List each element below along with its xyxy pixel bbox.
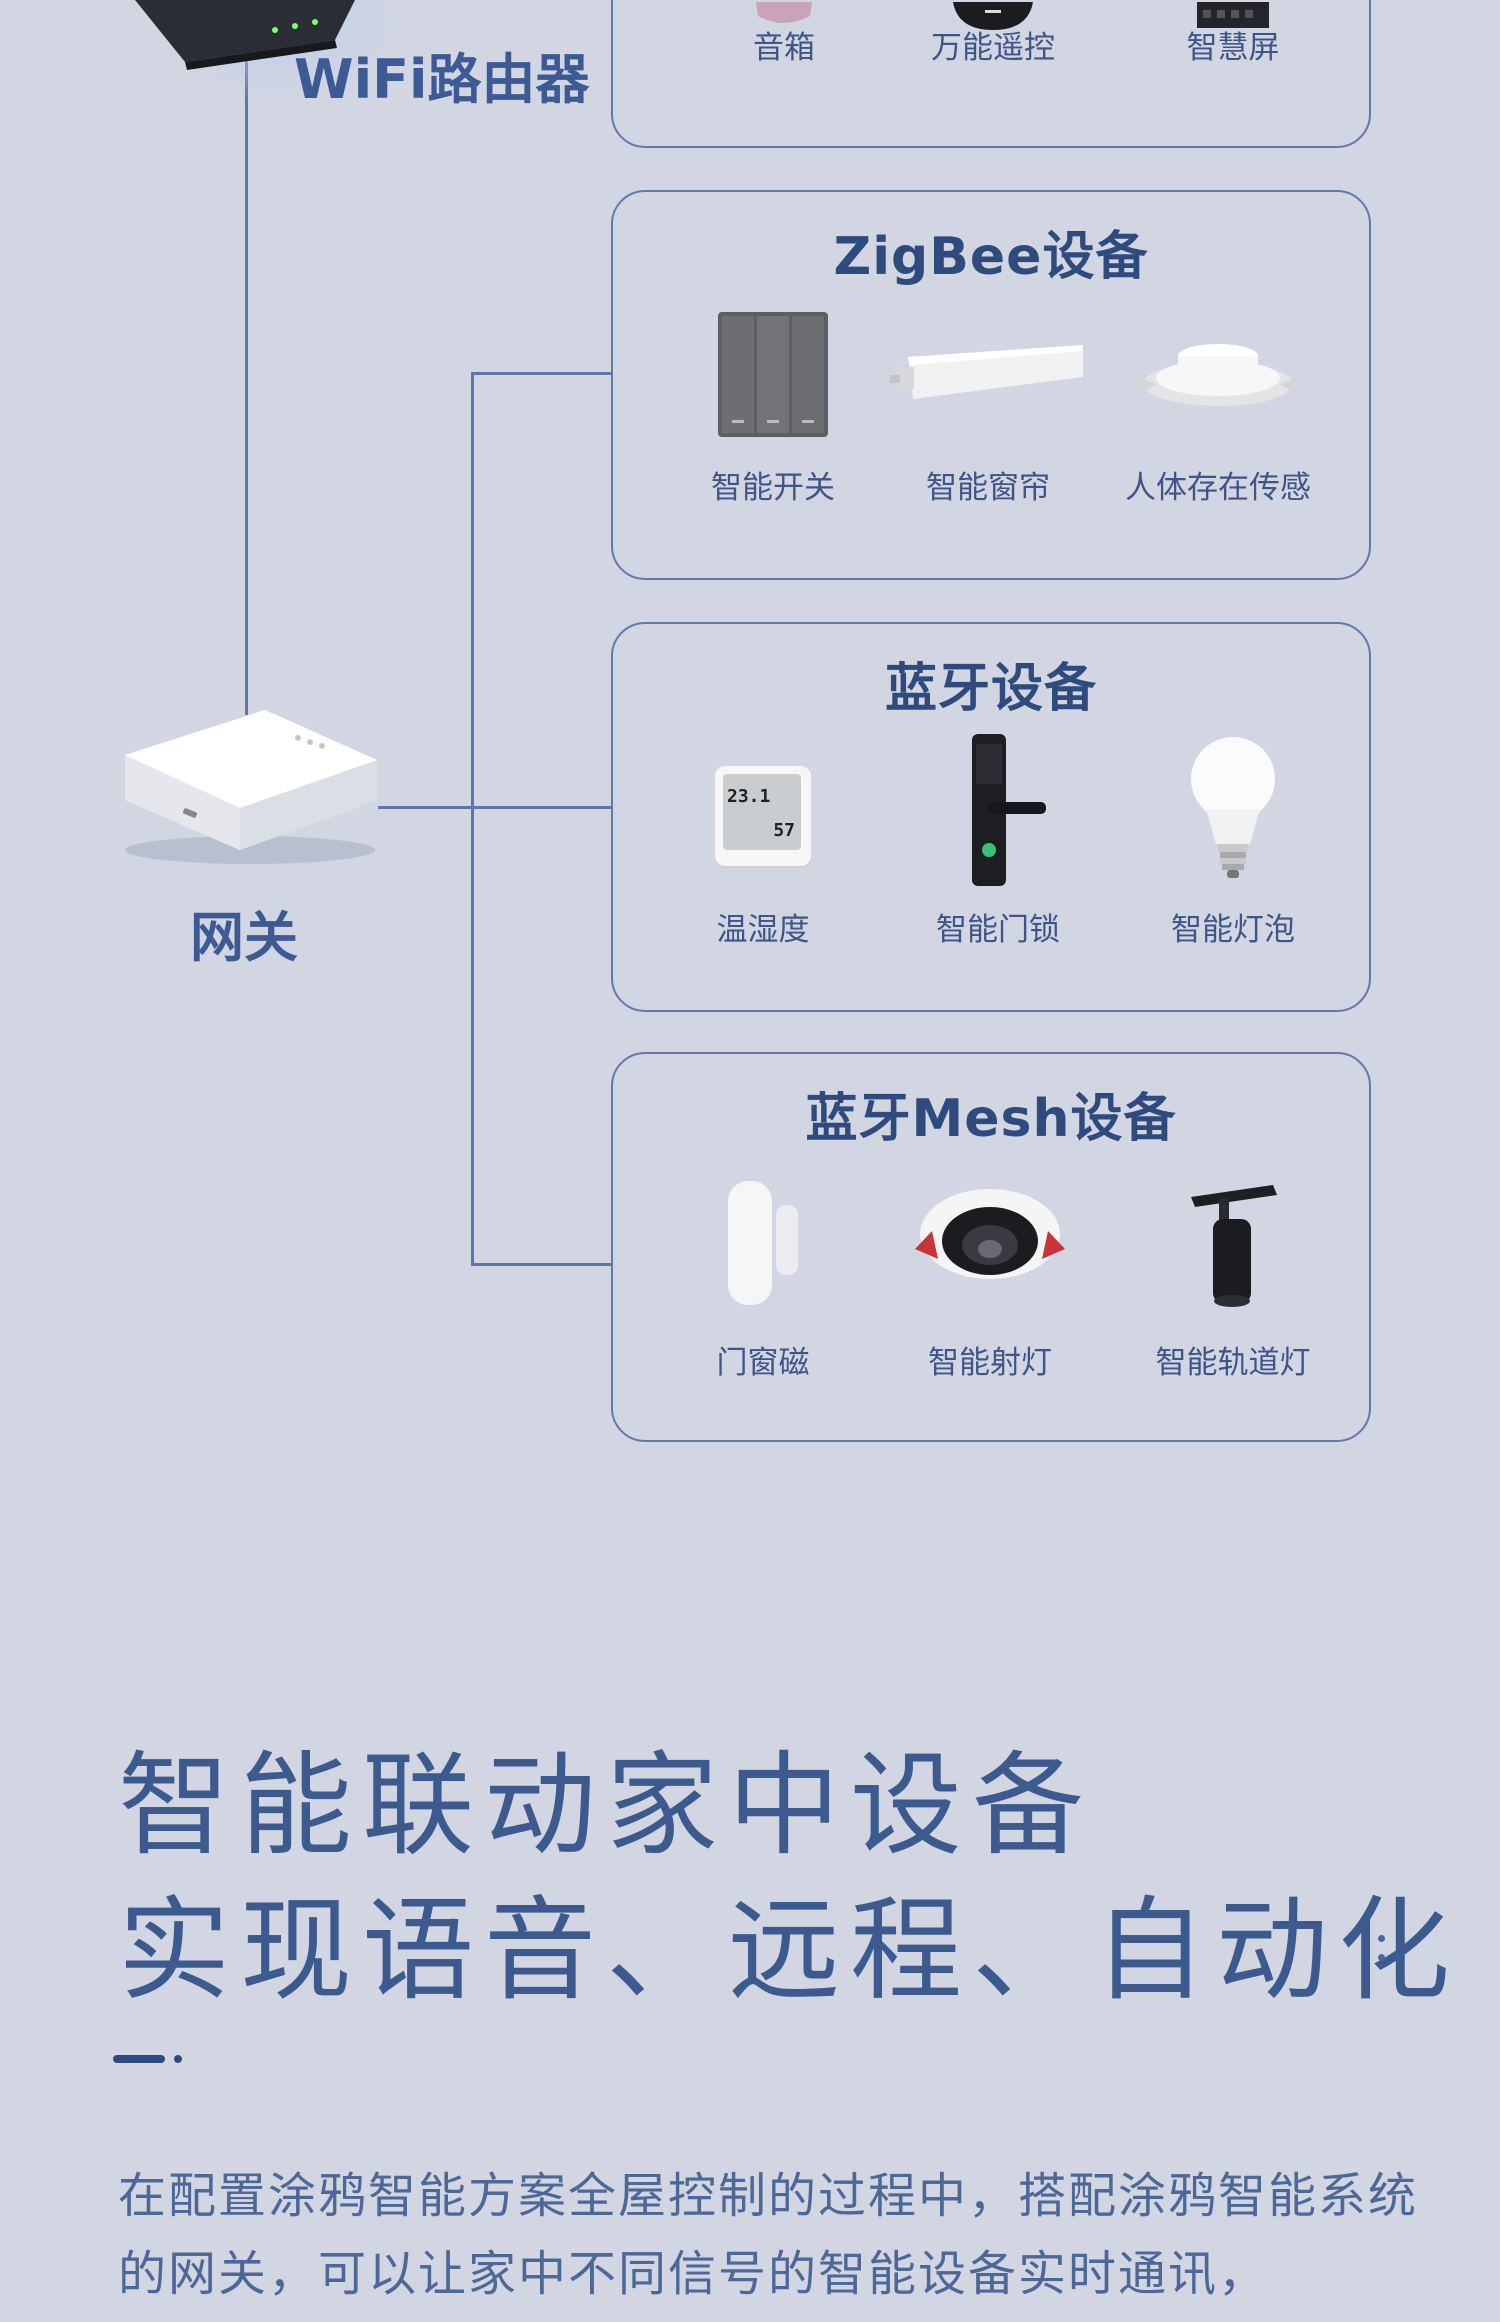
temperature-readout: 23.1 [727,786,771,807]
bus-vertical-line [471,372,474,1265]
wifi-device-group: 音箱 万能遥控 智慧屏 [611,0,1371,148]
device-door-sensor[interactable]: 门窗磁 [648,1179,878,1381]
mesh-device-group: 蓝牙Mesh设备 门窗磁 智能射灯 智能轨道灯 [611,1052,1371,1442]
device-thermo-hygrometer[interactable]: 23.1 57 温湿度 [648,734,878,948]
presence-sensor-icon [1138,344,1298,406]
router-label: WiFi路由器 [294,48,590,111]
thermo-display: 23.1 57 [723,774,801,850]
bluetooth-group-title: 蓝牙设备 [884,659,1097,719]
gateway-label: 网关 [190,906,298,969]
device-curtain-motor[interactable]: 智能窗帘 [873,312,1103,512]
device-ir-remote[interactable]: 万能遥控 [878,2,1108,112]
door-lock-icon [972,734,1046,886]
description-text: 在配置涂鸦智能方案全屋控制的过程中，搭配涂鸦智能系统的网关，可以让家中不同信号的… [118,2168,1419,2302]
bus-to-zigbee-line [471,372,613,375]
bluetooth-device-group: 蓝牙设备 23.1 57 温湿度 智能门锁 智能灯泡 [611,622,1371,1012]
headline-ellipsis-dots [1378,1935,1386,1961]
zigbee-device-group: ZigBee设备 智能开关 智能窗帘 人体存在传感 [611,190,1371,580]
headline-line-1: 智能联动家中设备 [118,1741,1094,1871]
router-to-gateway-line [245,60,248,715]
light-bulb-icon [1191,737,1275,878]
device-wall-switch[interactable]: 智能开关 [658,312,888,512]
curtain-motor-icon [890,345,1083,399]
device-light-bulb[interactable]: 智能灯泡 [1118,734,1348,948]
humidity-readout: 57 [773,820,795,841]
door-sensor-icon [728,1181,798,1305]
track-light-icon [1191,1185,1277,1307]
bus-to-bluetooth-line [471,806,613,809]
accent-divider-dot [174,2055,182,2063]
device-presence-sensor[interactable]: 人体存在传感 [1103,312,1333,512]
zigbee-group-title: ZigBee设备 [833,227,1149,287]
bus-to-mesh-line [471,1263,613,1266]
ir-remote-icon [953,2,1033,30]
wall-switch-icon [718,312,828,437]
accent-divider [113,2055,165,2063]
device-speaker[interactable]: 音箱 [669,2,899,112]
smart-screen-icon [1197,2,1269,28]
spotlight-icon [915,1189,1065,1279]
headline-line-2: 实现语音、远程、自动化 [118,1886,1460,2016]
router-icon [135,0,355,70]
device-spotlight[interactable]: 智能射灯 [875,1179,1105,1381]
device-door-lock[interactable]: 智能门锁 [883,734,1113,948]
speaker-icon [756,2,812,23]
gateway-to-bus-line [378,806,473,809]
device-smart-screen[interactable]: 智慧屏 [1118,2,1348,112]
mesh-group-title: 蓝牙Mesh设备 [805,1089,1177,1149]
gateway-icon [125,710,377,864]
thermo-hygrometer-icon: 23.1 57 [715,766,811,866]
device-track-light[interactable]: 智能轨道灯 [1118,1179,1348,1381]
